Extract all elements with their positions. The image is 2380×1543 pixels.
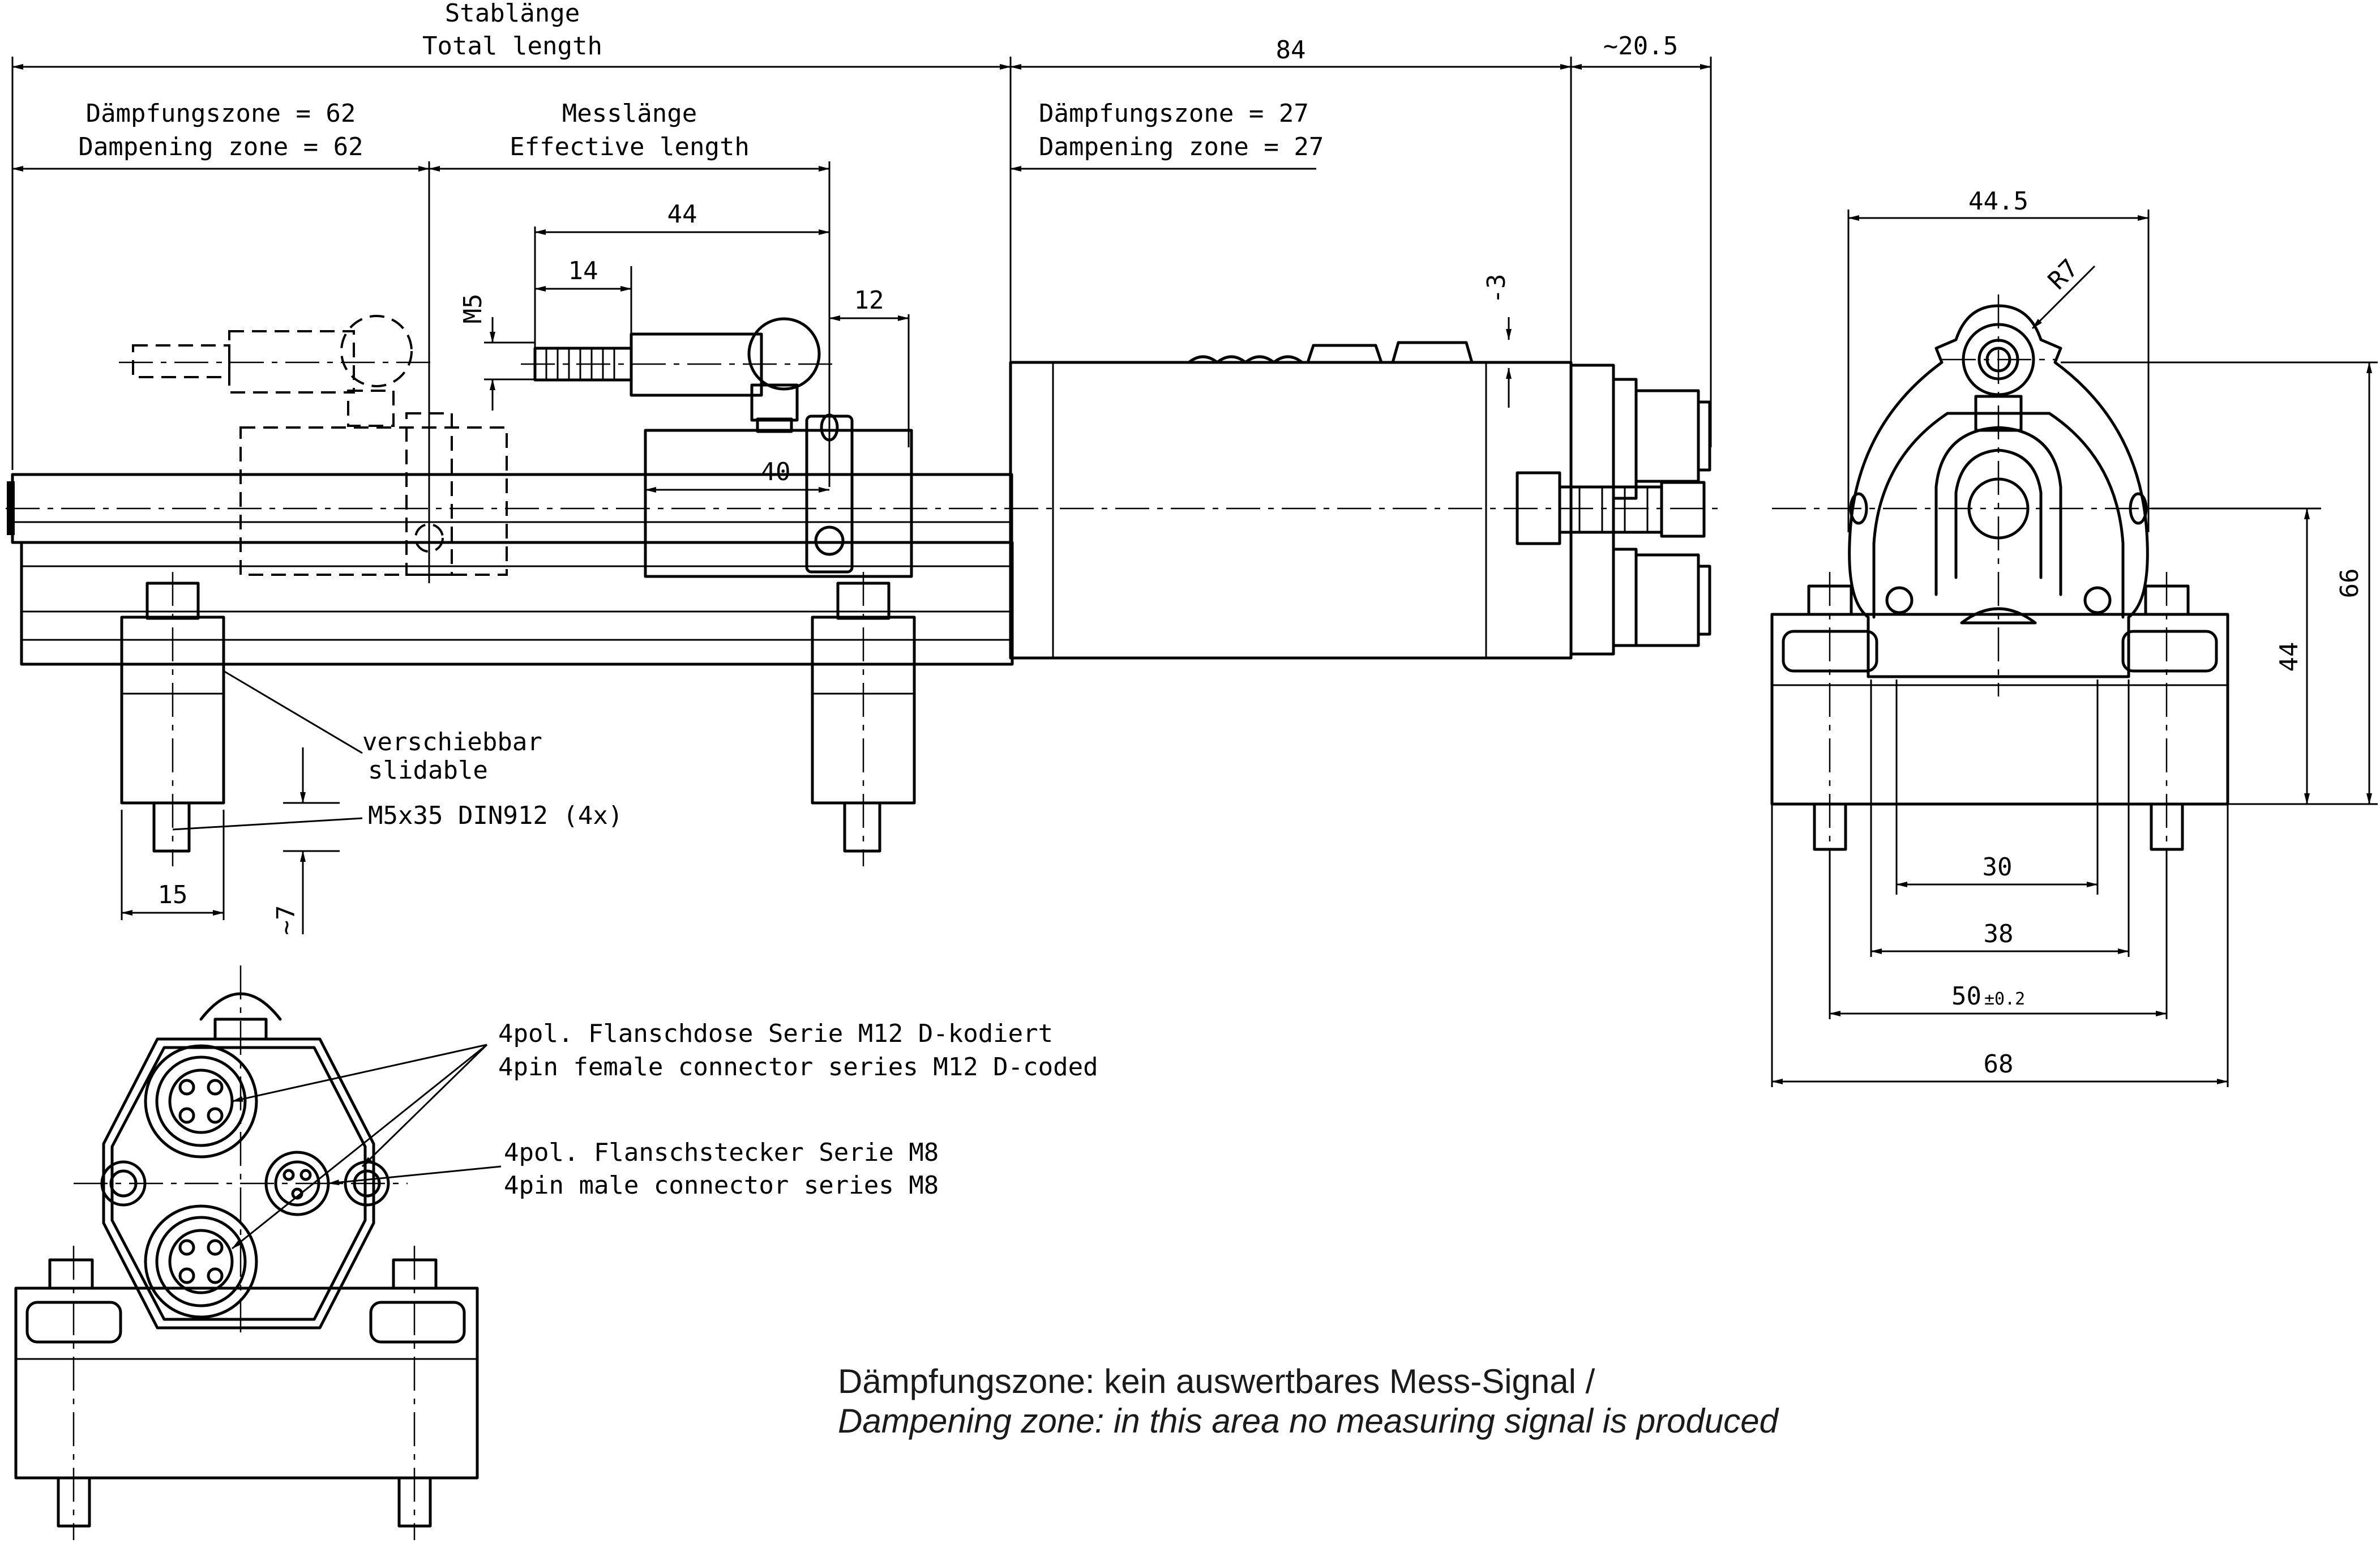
label-verschiebbar: verschiebbar bbox=[362, 728, 542, 756]
label-stablaenge: Stablänge bbox=[445, 0, 580, 28]
label-conn-female-de: 4pol. Flanschdose Serie M12 D-kodiert bbox=[498, 1019, 1053, 1048]
connector-view: 4pol. Flanschdose Serie M12 D-kodiert 4p… bbox=[14, 965, 1098, 1540]
label-messlaenge-en: Effective length bbox=[510, 132, 750, 161]
label-dim-12: 12 bbox=[854, 286, 884, 315]
connector-m12-upper bbox=[1634, 389, 1700, 483]
label-dim-68: 68 bbox=[1984, 1050, 2014, 1079]
connector-flange bbox=[1569, 364, 1615, 656]
label-dim-r7: R7 bbox=[2043, 254, 2084, 296]
label-dim-15: 15 bbox=[158, 881, 188, 909]
label-dim-minus7: ~7 bbox=[272, 905, 301, 935]
label-slidable: slidable bbox=[368, 756, 488, 785]
label-dim-44-right: 44 bbox=[2275, 642, 2304, 672]
label-dim-44-top: 44 bbox=[667, 200, 697, 229]
label-dim-66: 66 bbox=[2335, 569, 2364, 599]
connector-m12-lower bbox=[1634, 553, 1700, 647]
m12-connector-lower bbox=[144, 1204, 258, 1319]
screw-left bbox=[152, 801, 191, 853]
conn-base bbox=[14, 1286, 479, 1480]
label-dim-minus3: -3 bbox=[1482, 274, 1511, 304]
label-dim-50: 50 bbox=[1951, 982, 1981, 1011]
end-base bbox=[1770, 613, 2229, 806]
label-dim-30: 30 bbox=[1983, 853, 2013, 882]
end-view: 44.5 R7 66 44 30 38 50 ±0.2 68 bbox=[1770, 187, 2378, 1087]
mounting-rail bbox=[20, 541, 1014, 666]
note-line1: Dämpfungszone: kein auswertbares Mess-Si… bbox=[838, 1362, 1595, 1400]
label-total-length: Total length bbox=[422, 32, 602, 61]
ball-joint bbox=[747, 317, 821, 391]
label-dim-50-tol: ±0.2 bbox=[1984, 989, 2025, 1009]
magnet-slider bbox=[644, 429, 913, 578]
label-conn-male-de: 4pol. Flanschstecker Serie M8 bbox=[504, 1138, 939, 1167]
label-dim-44-5: 44.5 bbox=[1968, 187, 2028, 216]
label-daempfung-27-de: Dämpfungszone = 27 bbox=[1039, 99, 1309, 128]
label-daempfung-27-en: Dampening zone = 27 bbox=[1039, 132, 1324, 161]
label-conn-female-en: 4pin female connector series M12 D-coded bbox=[498, 1053, 1098, 1082]
connector-m8 bbox=[1558, 485, 1663, 534]
label-daempfung-62-en: Dampening zone = 62 bbox=[78, 132, 363, 161]
note-line2: Dampening zone: in this area no measurin… bbox=[838, 1402, 1779, 1440]
label-dim-20-5: ~20.5 bbox=[1603, 32, 1678, 61]
m12-connector-upper bbox=[144, 1044, 258, 1159]
label-conn-male-en: 4pin male connector series M8 bbox=[504, 1171, 939, 1200]
label-dim-38: 38 bbox=[1984, 920, 2014, 948]
label-dim-40: 40 bbox=[761, 458, 791, 486]
label-dim-m5: M5 bbox=[459, 294, 487, 324]
label-messlaenge-de: Messlänge bbox=[562, 99, 697, 128]
housing-bumps bbox=[1187, 355, 1304, 364]
label-dim-84: 84 bbox=[1276, 36, 1306, 65]
side-view: Stablänge Total length 84 ~20.5 Dämpfung… bbox=[6, 0, 1721, 935]
label-screw: M5x35 DIN912 (4x) bbox=[368, 801, 623, 830]
label-daempfung-62-de: Dämpfungszone = 62 bbox=[86, 99, 356, 128]
conn-flange-outline bbox=[102, 1037, 375, 1330]
label-dim-14: 14 bbox=[568, 257, 598, 285]
screw-middle bbox=[843, 801, 881, 853]
